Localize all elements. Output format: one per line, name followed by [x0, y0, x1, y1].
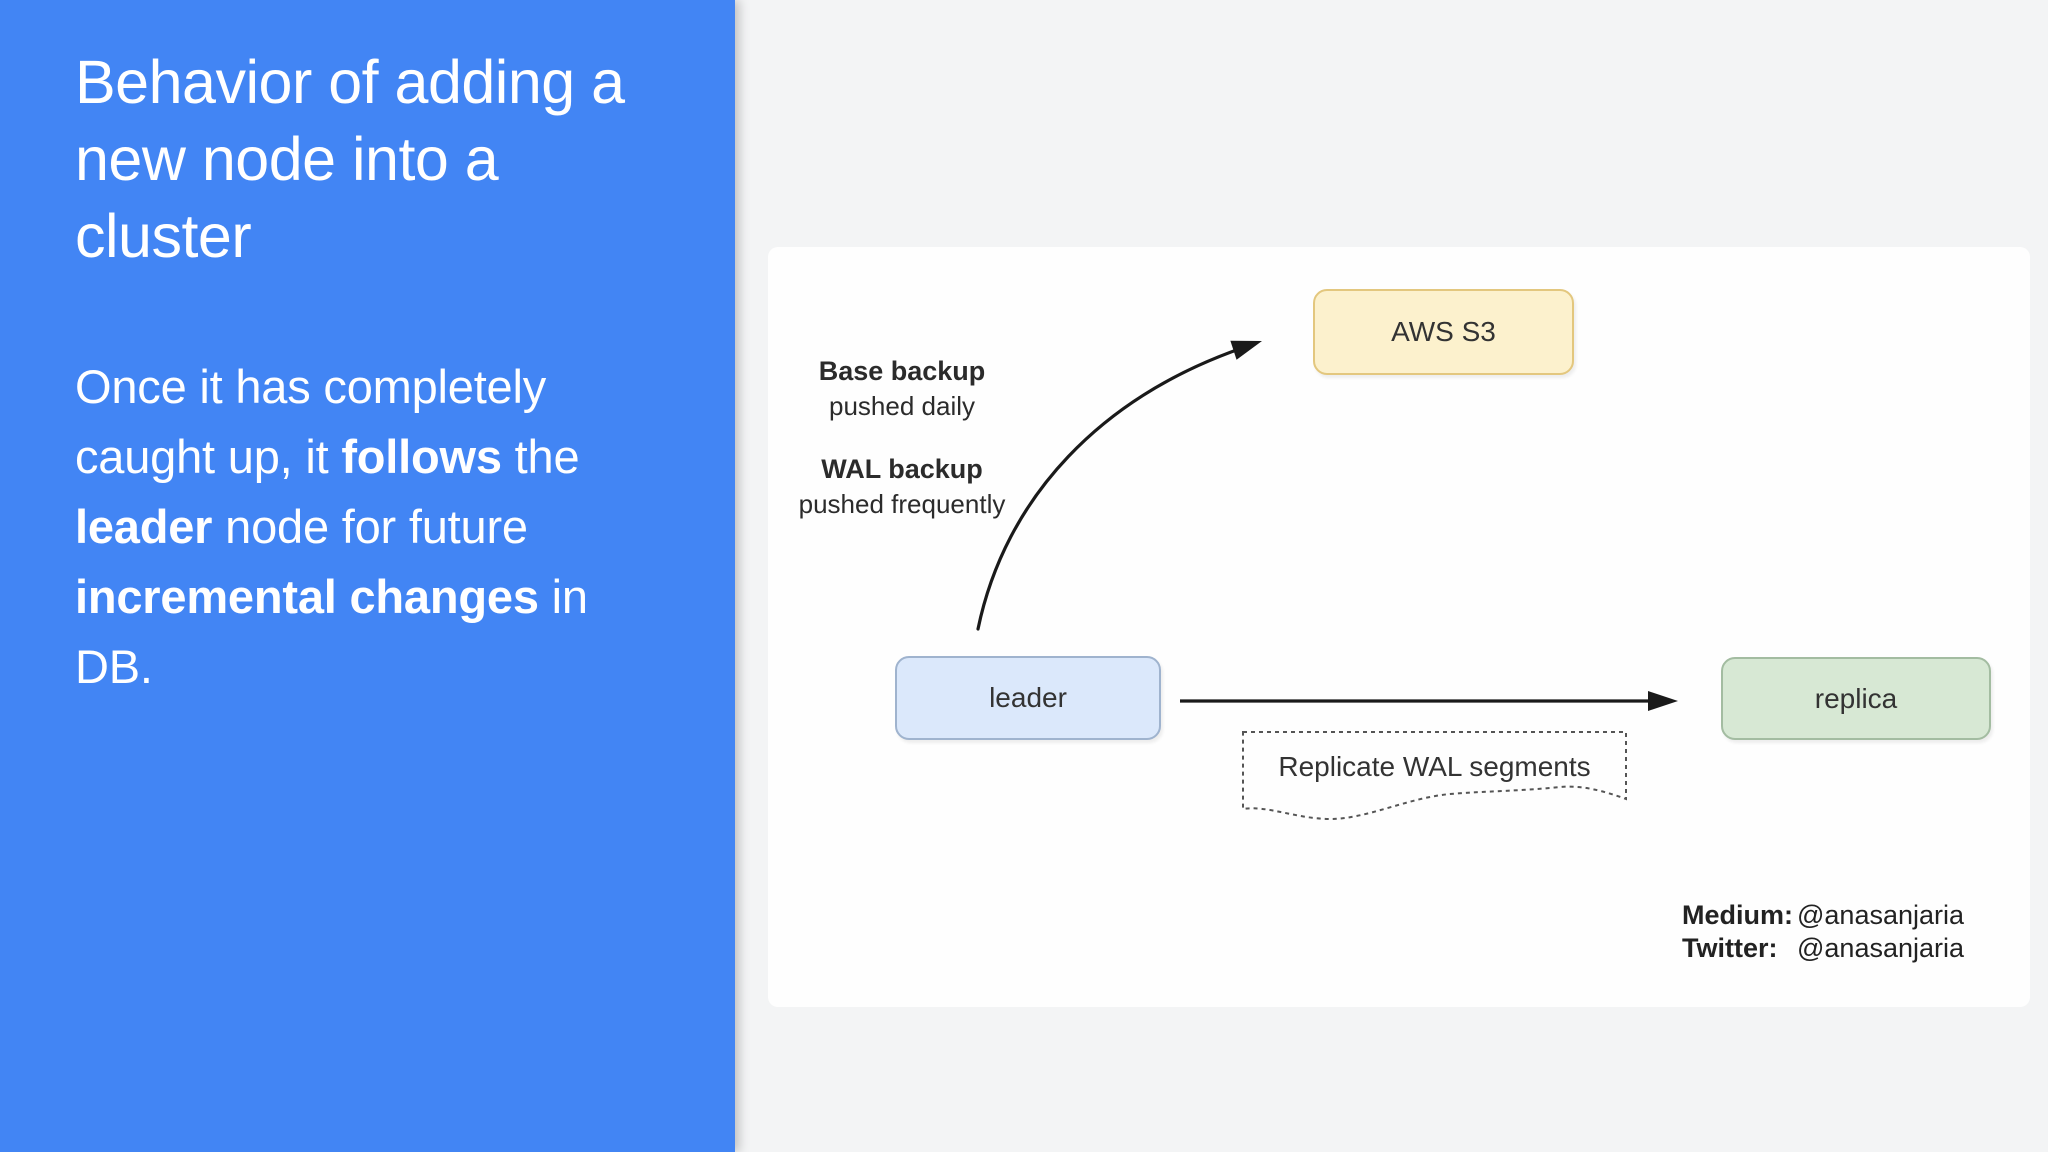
wal-backup-title: WAL backup: [821, 454, 983, 484]
backup-labels: Base backup pushed daily WAL backup push…: [782, 353, 1022, 549]
base-backup-title: Base backup: [818, 356, 986, 386]
attribution-medium-label: Medium:: [1682, 900, 1793, 930]
node-aws-s3: AWS S3: [1313, 289, 1574, 375]
node-replica: replica: [1721, 657, 1991, 740]
node-replica-label: replica: [1814, 682, 1898, 714]
attribution-twitter-value: @anasanjaria: [1797, 933, 1965, 963]
attribution-medium-value: @anasanjaria: [1797, 900, 1965, 930]
attribution-twitter-label: Twitter:: [1682, 933, 1778, 963]
tape-label: Replicate WAL segments: [1278, 751, 1591, 782]
slide-text-panel: Behavior of adding a new node into a clu…: [0, 0, 735, 1152]
node-aws-s3-label: AWS S3: [1391, 316, 1496, 347]
slide-title: Behavior of adding a new node into a clu…: [75, 48, 625, 270]
diagram-canvas: Base backup pushed daily WAL backup push…: [768, 247, 2030, 1007]
node-leader: leader: [895, 656, 1161, 740]
curved-arrow-leader-to-s3: [976, 340, 1262, 631]
attribution: Medium: @anasanjaria Twitter: @anasanjar…: [1682, 899, 1964, 965]
straight-arrow-leader-to-replica: [1180, 691, 1678, 711]
attribution-twitter: Twitter: @anasanjaria: [1682, 932, 1964, 965]
base-backup-label: Base backup pushed daily: [782, 353, 1022, 423]
wal-backup-label: WAL backup pushed frequently: [782, 451, 1022, 521]
attribution-medium: Medium: @anasanjaria: [1682, 899, 1964, 932]
node-leader-label: leader: [989, 682, 1067, 713]
tape-shape: [1242, 731, 1627, 821]
diagram-arrows: [976, 340, 1678, 711]
base-backup-subtitle: pushed daily: [829, 391, 975, 421]
wal-backup-subtitle: pushed frequently: [798, 489, 1006, 519]
